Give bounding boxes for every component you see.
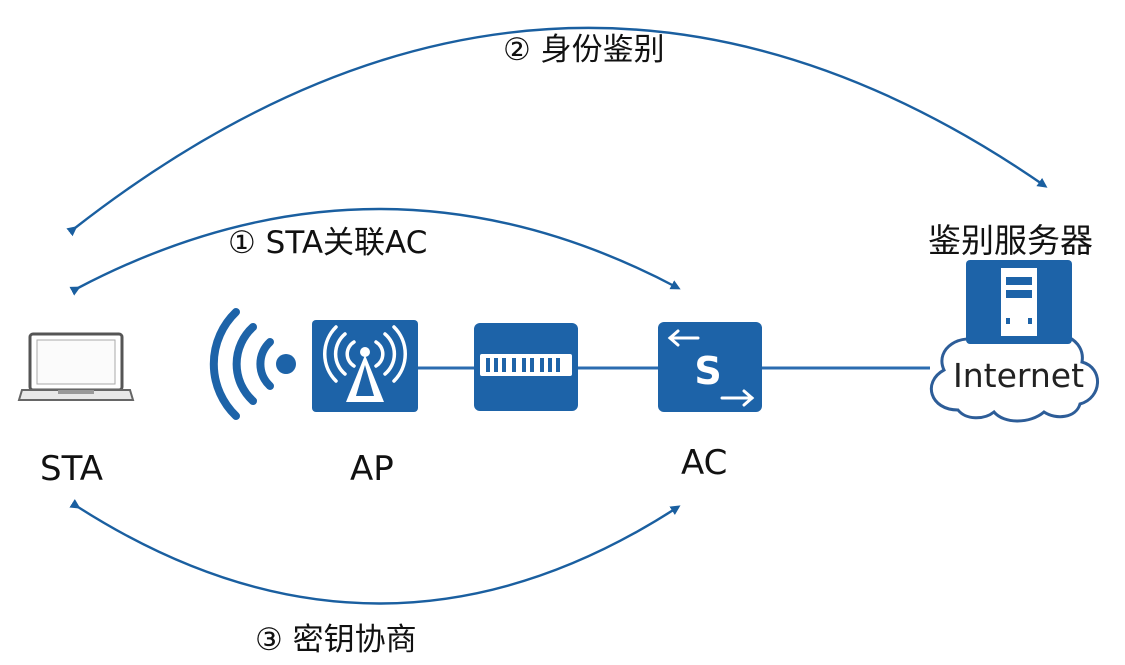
node-label-ap: AP xyxy=(350,449,394,489)
switch-letter: S xyxy=(694,349,721,393)
arc-sta-assoc-ac xyxy=(69,207,681,296)
node-label-internet: Internet xyxy=(953,356,1085,395)
arc-key-negotiation xyxy=(69,499,681,605)
node-label-sta: STA xyxy=(40,449,103,489)
node-label-auth-server: 鉴别服务器 xyxy=(928,221,1093,260)
step-label-identity-auth: ② 身份鉴别 xyxy=(503,32,665,68)
cloud-icon xyxy=(929,325,1099,423)
arc-identity-auth xyxy=(66,26,1048,237)
network-device-icon xyxy=(474,323,578,411)
laptop-icon xyxy=(17,332,135,401)
server-icon xyxy=(966,260,1072,344)
node-label-ac: AC xyxy=(681,443,728,483)
switch-icon: S xyxy=(658,322,762,412)
step-label-key-negotiation: ③ 密钥协商 xyxy=(255,622,417,658)
step-label-sta-assoc-ac: ① STA关联AC xyxy=(228,225,428,261)
access-point-icon xyxy=(312,320,418,412)
wifi-signal-icon xyxy=(209,308,296,420)
